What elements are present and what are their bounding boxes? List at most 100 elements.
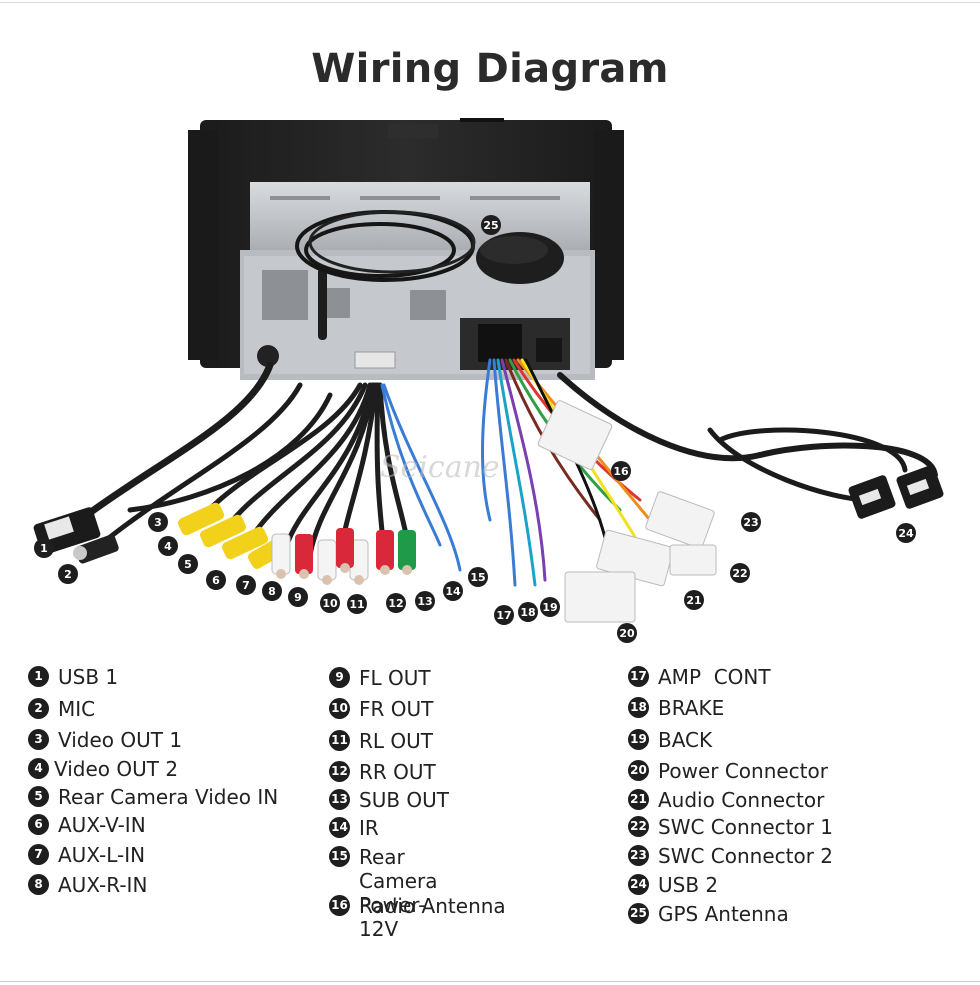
legend-label: AUX-R-IN: [58, 873, 148, 897]
legend-number: 15: [329, 846, 350, 867]
legend-number: 14: [329, 817, 350, 838]
legend-label: RL OUT: [359, 729, 433, 753]
svg-text:22: 22: [732, 567, 747, 580]
svg-text:14: 14: [445, 585, 461, 598]
svg-text:5: 5: [184, 558, 192, 571]
callout-19: 19: [540, 597, 560, 617]
callout-16: 16: [611, 461, 631, 481]
legend-label: Video OUT 2: [54, 757, 179, 781]
legend-label: SWC Connector 1: [658, 815, 834, 839]
svg-text:23: 23: [743, 516, 758, 529]
legend-label: Power Connector: [658, 759, 828, 783]
callout-4: 4: [158, 536, 178, 556]
svg-text:3: 3: [154, 516, 162, 529]
svg-text:7: 7: [242, 579, 250, 592]
usb2-plugs: [848, 465, 944, 519]
harness-connectors: [537, 400, 717, 623]
callout-9: 9: [288, 587, 308, 607]
legend-number: 19: [628, 729, 649, 750]
legend-label: RR OUT: [359, 760, 436, 784]
callout-12: 12: [386, 593, 406, 613]
svg-text:19: 19: [542, 601, 557, 614]
legend-label: FR OUT: [359, 697, 434, 721]
callout-3: 3: [148, 512, 168, 532]
watermark-text: Seicane: [380, 450, 500, 485]
svg-text:8: 8: [268, 585, 276, 598]
legend-label: SUB OUT: [359, 788, 450, 812]
bottom-divider: [0, 981, 980, 982]
legend-item-usb-2: 24 USB 2: [628, 873, 718, 897]
legend-number: 18: [628, 697, 649, 718]
svg-text:4: 4: [164, 540, 172, 553]
svg-text:17: 17: [496, 609, 511, 622]
legend-item-gps-antenna: 25 GPS Antenna: [628, 902, 789, 926]
gps-antenna: [295, 210, 564, 284]
legend-number: 4: [28, 758, 49, 779]
callout-22: 22: [730, 563, 750, 583]
legend-number: 5: [28, 786, 49, 807]
callout-18: 18: [518, 602, 538, 622]
legend-item-aux-l-in: 7 AUX-L-IN: [28, 843, 145, 867]
callout-21: 21: [684, 590, 704, 610]
legend-item-swc-connector-1: 22 SWC Connector 1: [628, 815, 833, 839]
legend-number: 20: [628, 760, 649, 781]
callout-20: 20: [617, 623, 637, 643]
legend-label: GPS Antenna: [658, 902, 789, 926]
head-unit: [188, 118, 624, 380]
legend-number: 22: [628, 816, 649, 837]
svg-text:24: 24: [898, 527, 914, 540]
svg-text:10: 10: [322, 597, 338, 610]
legend-item-rl-out: 11 RL OUT: [329, 729, 433, 753]
legend-number: 3: [28, 729, 49, 750]
svg-text:25: 25: [483, 219, 498, 232]
callout-7: 7: [236, 575, 256, 595]
rca-bundle: [197, 382, 462, 572]
svg-text:12: 12: [388, 597, 403, 610]
svg-text:18: 18: [520, 606, 535, 619]
legend-label: Audio Connector: [658, 788, 825, 812]
legend-number: 1: [28, 666, 49, 687]
rca-plugs: [177, 502, 416, 585]
svg-text:16: 16: [613, 465, 629, 478]
svg-text:1: 1: [40, 542, 48, 555]
legend-label: USB 2: [658, 873, 719, 897]
legend-item-aux-r-in: 8 AUX-R-IN: [28, 873, 147, 897]
callout-15: 15: [468, 567, 488, 587]
legend-label-line-2: Power-12V: [359, 893, 426, 941]
callout-2: 2: [58, 564, 78, 584]
legend-number: 25: [628, 903, 649, 924]
legend-label: IR: [359, 816, 379, 840]
legend-label: Rear Camera Video IN: [58, 785, 279, 809]
legend-item-back: 19 BACK: [628, 728, 712, 752]
legend-label: AUX-V-IN: [58, 813, 146, 837]
legend-label: BACK: [658, 728, 713, 752]
callout-6: 6: [206, 570, 226, 590]
legend-label: AMP CONT: [658, 665, 771, 689]
legend-number: 24: [628, 874, 649, 895]
legend-item-ir: 14 IR: [329, 816, 379, 840]
legend-label: Radio Antenna: [359, 894, 506, 918]
legend-number: 8: [28, 874, 49, 895]
legend-label: MIC: [58, 697, 96, 721]
legend-number: 11: [329, 730, 350, 751]
callout-5: 5: [178, 554, 198, 574]
callout-10: 10: [320, 593, 340, 613]
legend-label: AUX-L-IN: [58, 843, 146, 867]
svg-text:11: 11: [349, 598, 364, 611]
legend-item-rear-camera-video-in: 5 Rear Camera Video IN: [28, 785, 278, 809]
top-divider: [0, 2, 980, 3]
svg-text:21: 21: [686, 594, 701, 607]
legend-number: 7: [28, 844, 49, 865]
legend-item-power-connector: 20 Power Connector: [628, 759, 828, 783]
